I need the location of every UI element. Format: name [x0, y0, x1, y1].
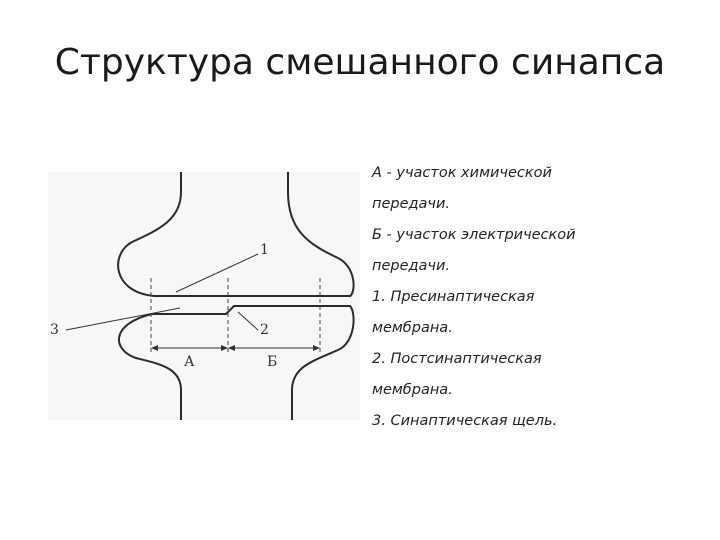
zone-a-arrowhead-left	[151, 345, 158, 351]
label-postsynaptic-membrane: 2	[260, 322, 269, 338]
presynaptic-terminal-outline	[117, 172, 355, 297]
legend-line: 2. Постсинаптическая	[372, 351, 542, 367]
leader-line-2	[237, 311, 259, 331]
legend-line: передачи.	[372, 196, 451, 212]
legend-line: мембрана.	[372, 320, 453, 336]
postsynaptic-cell-outline	[118, 305, 355, 420]
legend-line: 3. Синаптическая щель.	[372, 413, 558, 429]
legend-line: Б - участок электрической	[372, 227, 576, 243]
zone-a-arrowhead-right	[221, 345, 228, 351]
label-presynaptic-membrane: 1	[260, 242, 269, 258]
leader-line-1	[175, 253, 259, 293]
legend-line: передачи.	[372, 258, 451, 274]
label-zone-chemical: А	[184, 354, 195, 370]
leader-line-3	[65, 307, 181, 331]
legend-line: мембрана.	[372, 382, 453, 398]
legend-line: 1. Пресинаптическая	[372, 289, 535, 305]
legend-line: А - участок химической	[372, 165, 552, 181]
legend-text-block: А - участок химической передачи. Б - уча…	[372, 162, 712, 441]
synapse-diagram: 1 2 3 А Б	[48, 172, 360, 420]
label-zone-electrical: Б	[267, 354, 277, 370]
label-synaptic-cleft: 3	[50, 322, 59, 338]
slide-title: Структура смешанного синапса	[54, 42, 666, 83]
zone-b-arrowhead-left	[228, 345, 235, 351]
zone-b-arrowhead-right	[313, 345, 320, 351]
